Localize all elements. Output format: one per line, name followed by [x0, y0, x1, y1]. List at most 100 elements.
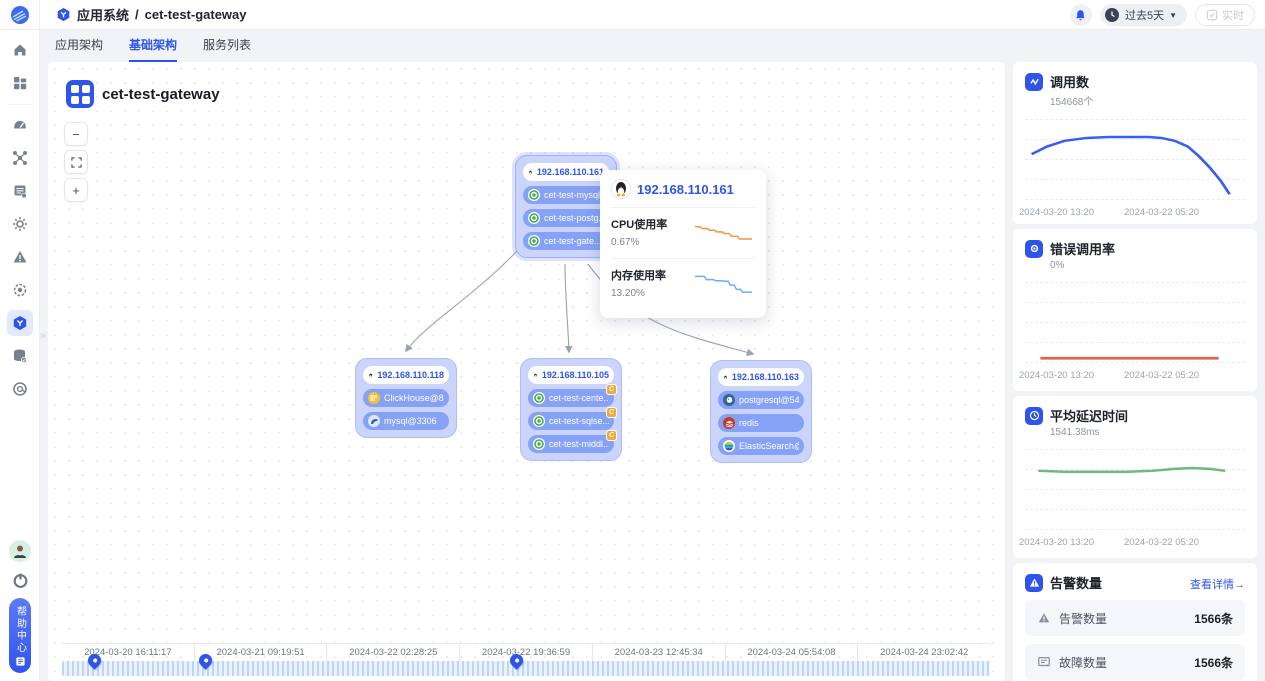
host-node-118[interactable]: 192.168.110.118 ClickHouse@81... mysql@3… — [355, 358, 457, 438]
host-ip: 192.168.110.105 — [541, 370, 609, 380]
c-language-badge: C — [606, 384, 617, 395]
topology-canvas[interactable]: cet-test-gateway − + 192.168.110.161 cet… — [48, 62, 1005, 681]
service-row[interactable]: cet-test-cente... C — [528, 384, 617, 407]
service-row[interactable]: cet-test-gate... — [523, 232, 609, 250]
hexagon-app-icon — [13, 316, 26, 330]
x-axis-end: 2024-03-22 05:20 — [1124, 537, 1200, 548]
service-row[interactable]: cet-test-mysql. — [523, 186, 609, 204]
log-list-icon — [14, 185, 27, 199]
breadcrumb-separator: / — [135, 7, 139, 22]
timeline-tick: 2024-03-21 09:19:51 — [193, 644, 327, 661]
dashboard-icon — [13, 77, 26, 90]
service-row[interactable]: postgresql@5432 — [718, 391, 804, 409]
linux-host-icon — [528, 169, 533, 175]
service-row[interactable]: cet-test-middl... C — [528, 430, 617, 453]
latency-icon — [1025, 406, 1043, 425]
sidebar-item-settings[interactable] — [7, 211, 33, 237]
service-row[interactable]: cet-test-sqlse... C — [528, 407, 617, 430]
error-rate-icon — [1025, 239, 1043, 258]
gauge-icon — [13, 120, 26, 129]
zoom-out-button[interactable]: − — [64, 122, 88, 146]
sidebar-item-dashboard[interactable] — [7, 70, 33, 96]
tab-infrastructure[interactable]: 基础架构 — [129, 36, 178, 62]
postgresql-icon — [723, 394, 735, 406]
x-axis-end: 2024-03-22 05:20 — [1124, 207, 1200, 218]
linux-host-icon — [611, 179, 631, 199]
alert-row-value: 1566条 — [1194, 611, 1233, 626]
realtime-label: 实时 — [1222, 10, 1244, 22]
sidebar-item-automation[interactable] — [7, 277, 33, 303]
tooltip-header: 192.168.110.161 — [611, 179, 755, 208]
sidebar-item-topology[interactable] — [7, 145, 33, 171]
service-row[interactable]: redis — [718, 414, 804, 432]
host-node-163[interactable]: 192.168.110.163 postgresql@5432 redis El… — [710, 360, 812, 463]
calls-icon — [1025, 72, 1043, 91]
notifications-button[interactable] — [1069, 4, 1092, 26]
service-row[interactable]: cet-test-postg. — [523, 209, 609, 227]
app-logo[interactable] — [0, 0, 40, 30]
host-header[interactable]: 192.168.110.163 — [718, 368, 804, 386]
timeline-tick: 2024-03-22 19:36:59 — [459, 644, 592, 661]
timeline-track[interactable] — [62, 651, 990, 676]
logout-button[interactable] — [10, 570, 30, 590]
host-header[interactable]: 192.168.110.161 — [523, 163, 609, 181]
bell-icon — [1076, 9, 1086, 20]
service-name: cet-test-sqlse... — [549, 416, 609, 426]
user-avatar[interactable] — [9, 540, 31, 562]
alert-row-label: 故障数量 — [1059, 655, 1108, 670]
realtime-button[interactable]: 实时 — [1195, 4, 1255, 26]
service-row[interactable]: mysql@3306 — [363, 412, 449, 430]
sidebar-item-alarms[interactable] — [7, 244, 33, 270]
fault-count-row[interactable]: 故障数量 1566条 — [1025, 644, 1245, 680]
time-scrubber[interactable]: 2024-03-20 16:11:17 2024-03-21 09:19:51 … — [62, 643, 990, 676]
gear-icon — [12, 217, 27, 231]
host-node-105[interactable]: 192.168.110.105 cet-test-cente... C cet-… — [520, 358, 622, 461]
alert-row-label: 告警数量 — [1059, 611, 1108, 626]
service-row[interactable]: ElasticSearch@... — [718, 437, 804, 455]
alert-row-value: 1566条 — [1194, 655, 1233, 670]
chart-current-value: 154668个 — [1050, 97, 1094, 108]
time-range-value: 过去5天 — [1124, 10, 1165, 22]
calls-plot — [1025, 116, 1245, 200]
app-grid-icon — [66, 80, 94, 108]
sidebar-item-integrations[interactable] — [7, 376, 33, 402]
tab-service-list[interactable]: 服务列表 — [203, 38, 252, 52]
sidebar-item-home[interactable] — [7, 37, 33, 63]
tab-app-architecture[interactable]: 应用架构 — [55, 38, 104, 52]
chart-current-value: 1541.38ms — [1050, 427, 1100, 438]
service-name: cet-test-mysql. — [544, 190, 603, 200]
compass-icon — [12, 382, 27, 396]
sidebar-item-logs[interactable] — [7, 178, 33, 204]
metrics-panel: 调用数 154668个 2024-03-20 13:20 2024-03-22 … — [1013, 62, 1257, 681]
host-header[interactable]: 192.168.110.105 — [528, 366, 614, 384]
breadcrumb: 应用系统 / cet-test-gateway — [56, 5, 247, 24]
zoom-in-button[interactable]: + — [64, 178, 88, 202]
metric-label: 内存使用率 — [611, 270, 666, 282]
time-range-selector[interactable]: 过去5天 ▼ — [1099, 4, 1187, 26]
sidebar-item-performance[interactable] — [7, 112, 33, 138]
help-center-button[interactable]: 帮助中心 — [9, 598, 31, 673]
canvas-title-text: cet-test-gateway — [102, 85, 220, 103]
avatar-person-icon — [14, 545, 26, 558]
service-status-icon — [533, 415, 545, 427]
sidebar-item-app-system[interactable] — [6, 310, 33, 336]
fit-view-button[interactable] — [64, 150, 88, 174]
chevron-down-icon: ▼ — [1169, 10, 1177, 20]
service-name: cet-test-middl... — [549, 439, 609, 449]
warning-triangle-icon — [1038, 613, 1050, 623]
sidebar-item-database[interactable] — [7, 343, 33, 369]
clock-icon — [1104, 8, 1119, 22]
service-row[interactable]: ClickHouse@81... — [363, 389, 449, 407]
alert-count-row[interactable]: 告警数量 1566条 — [1025, 600, 1245, 636]
tooltip-host-ip: 192.168.110.161 — [637, 181, 734, 197]
alerts-title: 告警数量 — [1050, 576, 1103, 591]
host-header[interactable]: 192.168.110.118 — [363, 366, 449, 384]
mysql-icon — [368, 415, 380, 427]
view-details-link[interactable]: 查看详情→ — [1190, 579, 1245, 591]
help-book-icon — [15, 657, 25, 666]
panel-collapse-toggle[interactable]: » — [40, 330, 47, 342]
tooltip-metric-cpu: CPU使用率 0.67% — [611, 208, 755, 259]
home-icon — [14, 44, 25, 56]
chart-title: 错误调用率 — [1050, 242, 1116, 257]
breadcrumb-root[interactable]: 应用系统 — [77, 8, 130, 23]
